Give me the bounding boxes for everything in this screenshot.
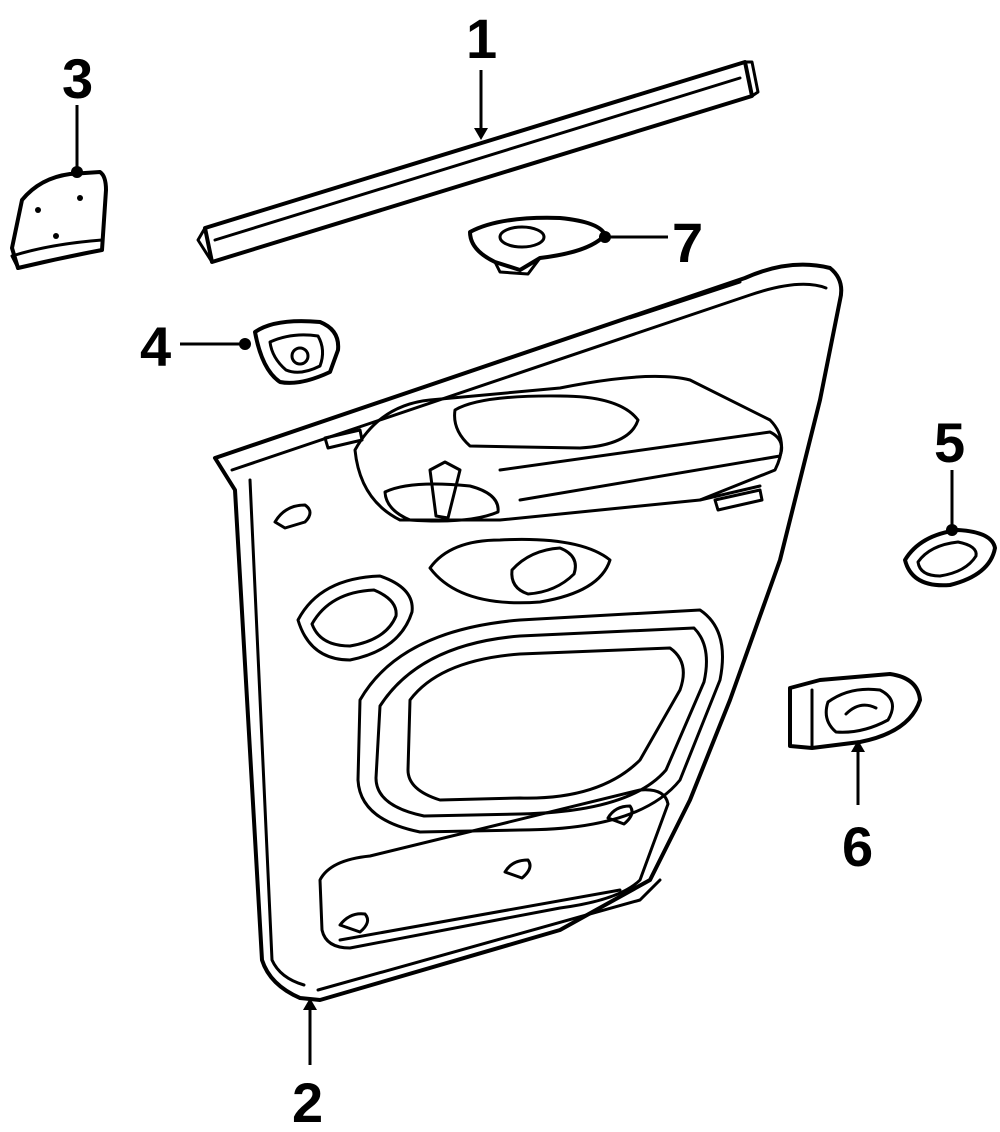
callout-6: 6 xyxy=(842,815,873,878)
part-4-switch-bezel[interactable] xyxy=(253,319,341,385)
arrowhead-7 xyxy=(599,231,611,243)
part-6-inside-handle[interactable] xyxy=(788,672,922,750)
part-5-handle-bezel[interactable] xyxy=(903,528,997,588)
part-3-bracket[interactable] xyxy=(10,170,108,270)
callout-7: 7 xyxy=(672,211,703,274)
part-2-door-trim-panel[interactable] xyxy=(213,262,844,1002)
callout-labels: 1 3 4 7 5 6 2 xyxy=(62,7,965,1132)
arrowhead-5 xyxy=(946,524,958,536)
arrowhead-3 xyxy=(71,166,83,178)
callout-5: 5 xyxy=(934,411,965,474)
callout-1: 1 xyxy=(466,7,497,70)
arrowhead-4 xyxy=(239,338,251,350)
arrowhead-2 xyxy=(303,998,317,1010)
arrowhead-6 xyxy=(851,740,865,752)
part-1-belt-molding[interactable] xyxy=(196,60,760,264)
callout-2: 2 xyxy=(292,1071,323,1132)
callout-4: 4 xyxy=(140,315,171,378)
part-7-grille[interactable] xyxy=(468,215,607,276)
callout-3: 3 xyxy=(62,47,93,110)
leader-lines xyxy=(71,70,958,1065)
arrowhead-1 xyxy=(474,128,488,140)
